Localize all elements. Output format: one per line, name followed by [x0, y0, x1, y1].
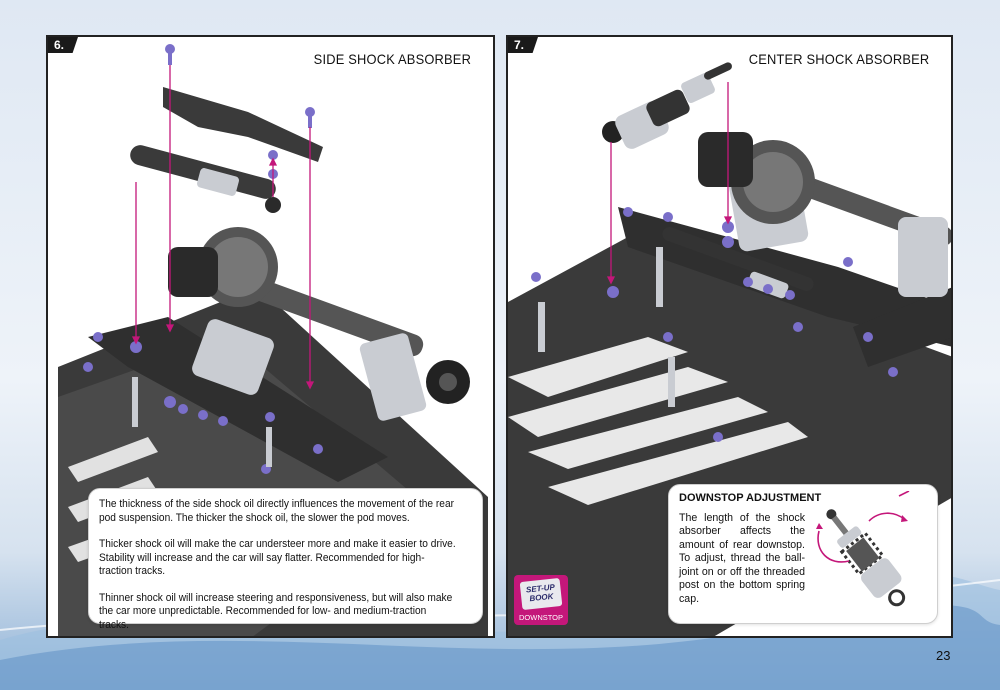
step-title: CENTER SHOCK ABSORBER — [748, 51, 929, 67]
step-number-tab: 6. — [48, 37, 78, 53]
adjustment-text: The length of the shock absorber affects… — [679, 511, 805, 605]
page-number: 23 — [936, 648, 951, 663]
step-title: SIDE SHOCK ABSORBER — [313, 51, 471, 67]
badge-label: DOWNSTOP — [518, 613, 564, 622]
setup-book-icon: SET-UP BOOK — [519, 577, 563, 611]
downstop-adjustment-note: DOWNSTOP ADJUSTMENT The length of the sh… — [668, 484, 938, 624]
adjustment-heading: DOWNSTOP ADJUSTMENT — [679, 492, 822, 504]
shock-adjustment-diagram — [816, 491, 910, 607]
shock-oil-note: The thickness of the side shock oil dire… — [88, 488, 483, 631]
setup-book-badge: SET-UP BOOK DOWNSTOP — [514, 575, 568, 625]
center-shock-illustration — [508, 62, 951, 636]
step-number-tab: 7. — [508, 37, 538, 53]
step-6-panel: 6. SIDE SHOCK ABSORBER The thickness of … — [46, 35, 495, 638]
note-paragraph: Thicker shock oil will make the car unde… — [99, 538, 456, 577]
step-7-panel: 7. CENTER SHOCK ABSORBER DOWNSTOP ADJUST… — [506, 35, 953, 638]
note-paragraph: The thickness of the side shock oil dire… — [99, 498, 455, 524]
note-paragraph: Thinner shock oil will increase steering… — [99, 591, 453, 631]
